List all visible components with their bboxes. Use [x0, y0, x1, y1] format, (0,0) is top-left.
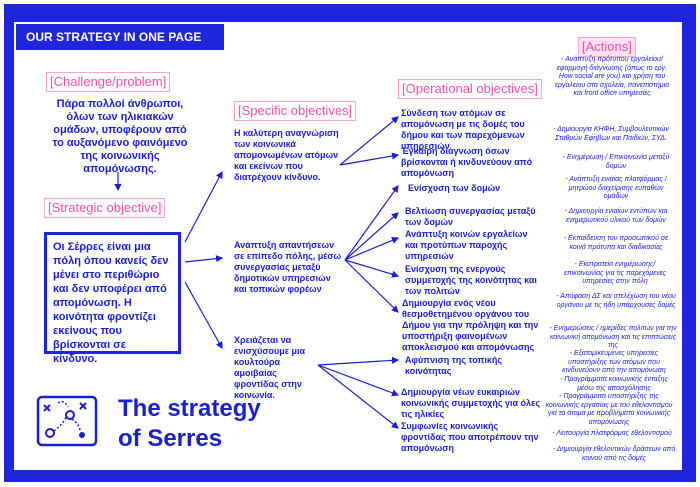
action-4: - Ανάπτυξη ενιαίας πλατφόρμας / μητρώου …: [565, 176, 667, 200]
specific-objective-1: Η καλύτερη αναγνώριση των κοινωνικά απομ…: [234, 128, 339, 182]
label-strategic-objective: [Strategic objective]: [44, 198, 166, 218]
operational-objective-5: Ανάπτυξη κοινών εργαλείων και προτύπων π…: [405, 229, 528, 261]
arrow-spec2-op4: [344, 212, 399, 261]
arrow-spec2-op3: [344, 185, 399, 261]
label-operational-objectives: [Operational objectives]: [398, 79, 542, 99]
brand-title-line1: The strategy: [118, 395, 261, 422]
operational-objective-7: Δημιουργία ενός νέου θεσμοθετημένου οργά…: [402, 298, 539, 352]
operational-objective-2: Έγκαιρη διάγνωση όσων βρίσκονται ή κινδυ…: [401, 146, 533, 178]
page-header: OUR STRATEGY IN ONE PAGE: [16, 24, 224, 50]
label-specific-objectives: [Specific objectives]: [234, 101, 357, 121]
operational-objective-6: Ενίσχυση της ενεργούς συμμετοχής της κοι…: [405, 264, 537, 296]
brand-title-line2: of Serres: [118, 425, 223, 452]
action-7: - Εκστρατεία ενημέρωσης/ επικοινωνίας γι…: [563, 261, 666, 285]
strategic-objective-box: Οι Σέρρες είναι μια πόλη όπου κανείς δεν…: [44, 232, 181, 365]
challenge-text: Πάρα πολλοί άνθρωποι, όλων των ηλικιακών…: [52, 98, 188, 175]
arrow-spec3-op8: [317, 356, 400, 366]
action-13: - Λειτουργία πλατφόρμας εθελοντισμού: [552, 430, 672, 437]
action-14: - Δημιουργία εθελοντικών δράσεων από κοι…: [552, 446, 676, 462]
specific-objective-2: Ανάπτυξη απαντήσεων σε επίπεδο πόλης, μέ…: [234, 240, 342, 294]
arrow-strategic-specific-2: [184, 255, 224, 263]
action-3: - Ενημέρωση / Επικοινωνία μεταξύ δομών: [562, 154, 670, 170]
action-10: - Εξατομικευμένες υπηρεσίες υποστήριξης …: [562, 350, 666, 374]
label-challenge: [Challenge/problem]: [46, 72, 171, 92]
action-5: - Δημιουργία ενιαίων εντύπων και ενημερω…: [564, 208, 668, 224]
operational-objective-3: Ενίσχυση των δομών: [408, 183, 501, 193]
action-6: - Εκπαίδευση του προσωπικού σε κοινά πρό…: [563, 235, 669, 251]
specific-objective-3: Χρειάζεται να ενισχύσουμε μια κουλτούρα …: [234, 335, 306, 400]
label-actions: [Actions]: [578, 37, 636, 57]
operational-objective-8: Αφύπνιση της τοπικής κοινότητας: [405, 355, 503, 376]
arrow-spec2-op5: [344, 236, 400, 261]
operational-objective-10: Συμφωνίες κοινωνικής φροντίδας που αποτρ…: [401, 421, 539, 453]
action-2: - Δημιουργία ΚΗΦΗ, Συμβουλευτικών Σταθμώ…: [553, 126, 669, 142]
arrow-spec2-op6: [344, 259, 400, 278]
action-12: - Προγράμματα υποστήριξης της κοινωνικής…: [545, 393, 673, 426]
arrow-spec1-op1: [339, 116, 399, 166]
strategy-board-icon: [36, 395, 98, 447]
arrow-spec1-op2: [339, 152, 400, 166]
action-8: - Απόφαση ΔΣ και στελέχωση του νέου οργά…: [556, 293, 676, 309]
action-9: - Ενημερώσεις / ημερίδες πολιτών για την…: [549, 325, 677, 349]
arrow-strategic-specific-1: [184, 170, 223, 243]
action-11: - Προγράμματα κοινωνικής ένταξης μέσω τη…: [560, 376, 668, 392]
arrow-spec3-op9: [317, 364, 400, 397]
operational-objective-1: Σύνδεση των ατόμων σε απομόνωση με τις δ…: [401, 108, 525, 151]
action-1: - Ανάπτυξη πρότυπου εργαλείου/εφαρμογή δ…: [554, 56, 670, 97]
arrow-spec2-op7: [344, 259, 399, 313]
operational-objective-9: Δημιουργία νέων ευκαιριών κοινωνικής συμ…: [401, 387, 540, 419]
arrow-strategic-specific-3: [184, 281, 223, 350]
arrow-spec3-op10: [317, 364, 399, 429]
operational-objective-4: Βελτίωση συνεργασίας μεταξύ των δομών: [405, 206, 536, 227]
